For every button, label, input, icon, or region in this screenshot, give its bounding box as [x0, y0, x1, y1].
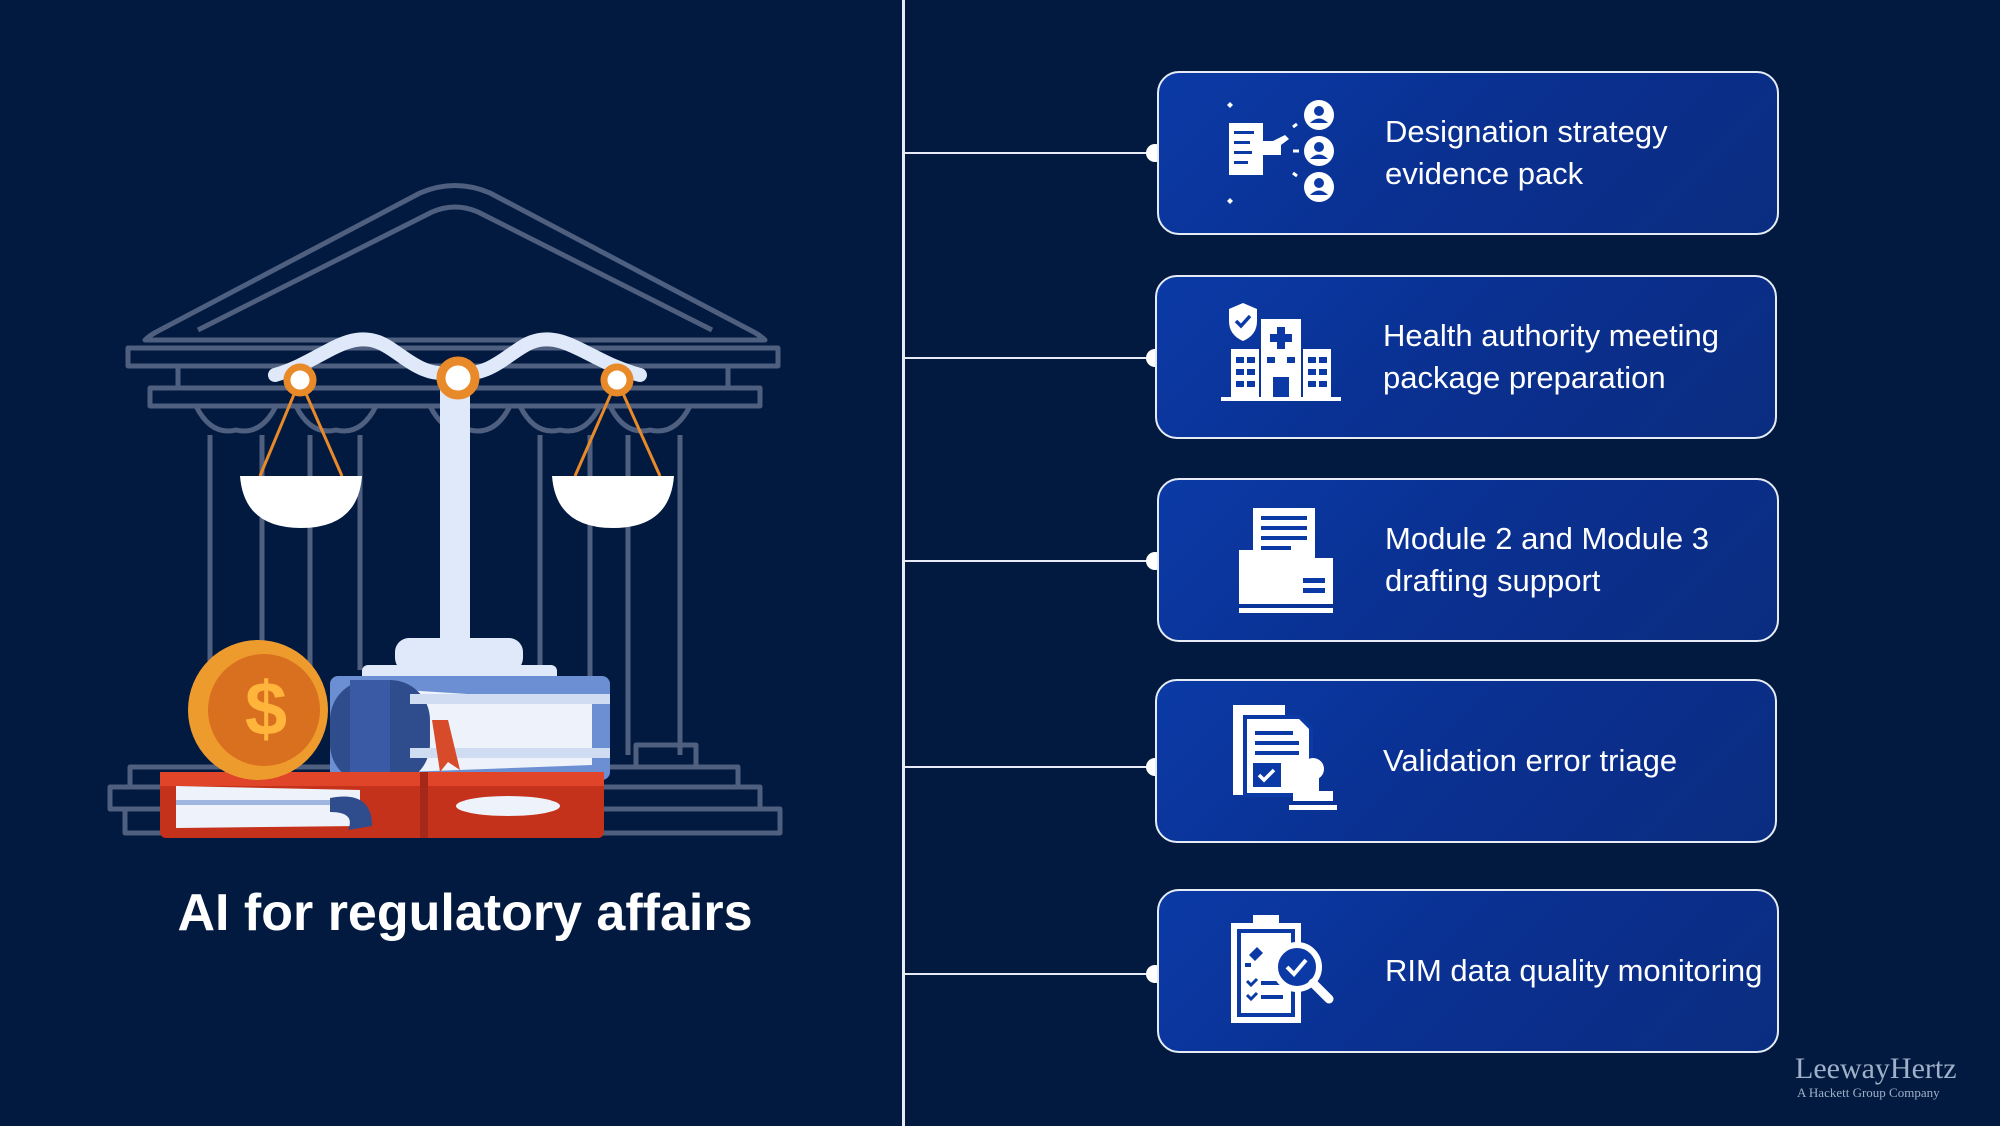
hospital-icon: [1221, 303, 1341, 401]
connector-line: [905, 349, 1164, 367]
clipboard-inspection-icon: [1231, 915, 1334, 1023]
document-stamp-icon: [1233, 705, 1337, 810]
regulatory-illustration: $: [107, 183, 783, 838]
connector-line: [905, 552, 1164, 570]
item-card-health-authority: Health authority meeting package prepara…: [1155, 275, 1777, 439]
profile-selection-icon: [1227, 100, 1334, 204]
connector-line: [905, 965, 1164, 983]
brand-logo: LeewayHertz A Hackett Group Company: [1795, 1053, 1957, 1101]
connector-line: [905, 144, 1164, 162]
balance-scale-icon: [240, 332, 674, 689]
book-icon: [160, 772, 604, 838]
brand-tagline: A Hackett Group Company: [1797, 1085, 1940, 1100]
dollar-coin-icon: $: [188, 640, 328, 780]
timeline-divider: [902, 0, 905, 1126]
item-label: Validation error triage: [1383, 743, 1678, 778]
item-label: RIM data quality monitoring: [1385, 953, 1763, 988]
item-card-designation: Designation strategy evidence pack: [1157, 71, 1779, 235]
item-card-validation: Validation error triage: [1155, 679, 1777, 843]
document-folder-icon: [1239, 508, 1333, 613]
item-card-module-drafting: Module 2 and Module 3 drafting support: [1157, 478, 1779, 642]
item-label: Module 2 and Module 3 drafting support: [1385, 521, 1710, 598]
item-label: Health authority meeting package prepara…: [1383, 318, 1720, 395]
book-icon: [330, 676, 610, 784]
page-title: AI for regulatory affairs: [177, 884, 753, 942]
connector-line: [905, 758, 1164, 776]
item-card-rim-quality: RIM data quality monitoring: [1157, 889, 1779, 1053]
svg-text:$: $: [245, 667, 287, 752]
item-label: Designation strategy evidence pack: [1385, 114, 1668, 191]
brand-name: LeewayHertz: [1795, 1052, 1957, 1085]
